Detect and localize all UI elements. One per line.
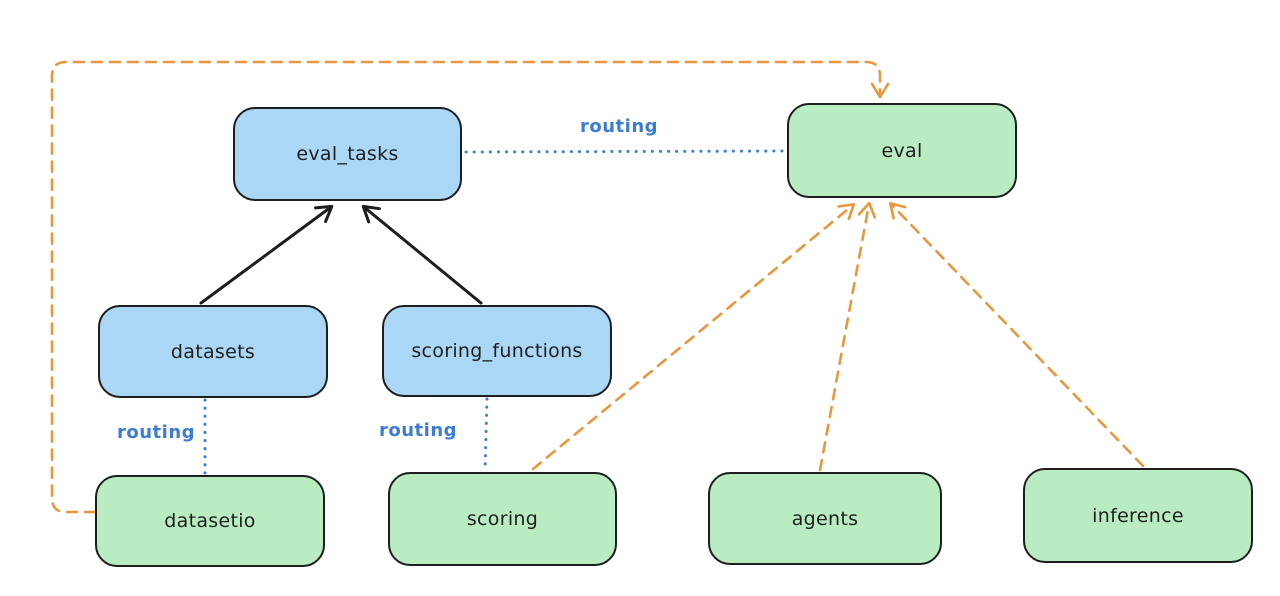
node-eval_tasks-label: eval_tasks — [296, 143, 399, 165]
node-scoring_functions: scoring_functions — [382, 305, 612, 397]
node-scoring_functions-label: scoring_functions — [411, 340, 583, 362]
edge-agents-eval — [818, 201, 876, 472]
edge-scoring_functions-eval_tasks — [361, 204, 483, 305]
routing-label-datasets-datasetio: routing — [116, 422, 196, 443]
routing-label-eval_tasks-eval: routing — [579, 116, 659, 137]
node-inference: inference — [1023, 468, 1253, 563]
node-inference-label: inference — [1092, 504, 1184, 527]
edge-scoring_functions-scoring-routing — [483, 397, 489, 472]
node-datasets: datasets — [98, 305, 328, 398]
node-scoring-label: scoring — [466, 508, 539, 530]
node-datasets-label: datasets — [170, 340, 256, 363]
edge-datasetio-eval — [50, 60, 890, 514]
node-eval: eval — [787, 103, 1017, 198]
node-scoring: scoring — [388, 472, 617, 566]
edge-scoring-eval — [531, 203, 856, 471]
edge-inference-eval — [889, 201, 1145, 468]
node-datasetio: datasetio — [95, 475, 325, 567]
node-datasetio-label: datasetio — [164, 510, 256, 532]
routing-label-scoring_functions-scoring: routing — [378, 420, 458, 441]
edge-eval_tasks-eval-routing — [464, 149, 787, 154]
node-agents: agents — [708, 472, 942, 565]
edge-datasets-eval_tasks — [199, 204, 334, 305]
node-eval-label: eval — [881, 139, 923, 162]
node-agents-label: agents — [791, 507, 859, 530]
node-eval_tasks: eval_tasks — [233, 107, 462, 201]
